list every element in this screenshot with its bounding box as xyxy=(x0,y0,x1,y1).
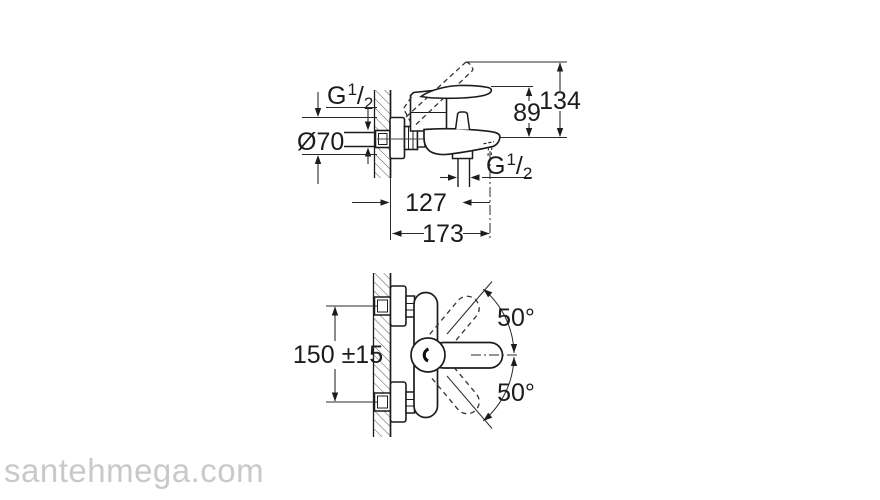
dim-outlet-offset-127: 127 xyxy=(352,189,490,217)
arrowhead xyxy=(314,108,322,117)
mounting-distance-label: 150 ±15 xyxy=(293,341,383,369)
spout-height-label: 89 xyxy=(513,99,541,127)
arrowhead xyxy=(364,121,372,131)
dim-outlet-thread: G1/2 xyxy=(440,150,532,183)
lever-handle-rest xyxy=(419,84,493,100)
dim-spout-reach-173: 173 xyxy=(392,220,490,248)
spout xyxy=(423,127,501,157)
escutcheon-side xyxy=(389,116,406,160)
arrowhead xyxy=(331,306,339,316)
arrowhead xyxy=(483,412,493,421)
angle-arcs xyxy=(482,288,518,422)
escutcheon-lower xyxy=(389,381,407,423)
arrowhead xyxy=(480,230,490,237)
cartridge-circle xyxy=(410,337,446,373)
spout-reach-label: 173 xyxy=(422,220,464,248)
dim-mounting-distance-150: 150 ±15 xyxy=(293,305,383,403)
wall-thread-label: G1/2 xyxy=(327,80,373,113)
bottom-view: 50° 50° 150 ±15 xyxy=(293,273,535,437)
arrowhead xyxy=(556,62,564,72)
dim-lever-height-134: 134 xyxy=(467,61,581,138)
arrowhead xyxy=(556,128,564,137)
arrowhead xyxy=(331,392,339,402)
arrowhead xyxy=(525,87,533,96)
dim-wall-thread: G1/2 xyxy=(326,80,377,164)
lever-swing-down-dashed xyxy=(429,359,480,415)
swing-angle-down-label: 50° xyxy=(497,379,535,407)
pivot-mark xyxy=(422,347,430,363)
water-drip-dashed xyxy=(487,146,493,157)
lever-height-label: 134 xyxy=(539,87,581,115)
arrowhead xyxy=(483,289,493,298)
diverter-knob xyxy=(454,111,471,130)
outlet-offset-label: 127 xyxy=(405,189,447,217)
dim-escutcheon-diameter: Ø70 xyxy=(297,92,377,184)
upper-connection xyxy=(373,285,416,327)
arrowhead xyxy=(462,199,472,206)
escutcheon-diameter-label: Ø70 xyxy=(297,128,344,156)
lower-connection xyxy=(373,381,416,423)
arrowhead xyxy=(470,174,480,181)
arrowhead xyxy=(448,174,457,181)
arrowhead xyxy=(314,155,322,164)
lever-swing-up-dashed xyxy=(429,295,480,351)
arrowhead xyxy=(510,357,518,366)
outlet-thread-label: G1/2 xyxy=(486,150,532,183)
watermark-santehmega: santehmega.com xyxy=(4,452,265,489)
top-view: G1/2 Ø70 89 xyxy=(297,61,581,248)
arrowhead xyxy=(380,199,390,206)
aerator-detail xyxy=(483,141,495,145)
arrowhead xyxy=(392,230,402,237)
swing-angle-up-label: 50° xyxy=(497,304,535,332)
arrowhead xyxy=(525,128,533,137)
arrowhead xyxy=(364,147,372,157)
escutcheon-upper xyxy=(389,285,407,327)
dim-spout-height-89: 89 xyxy=(491,86,541,137)
lever-handle-raised-dashed xyxy=(402,61,474,125)
wall-section-side xyxy=(373,90,392,240)
arrowhead xyxy=(510,344,518,353)
